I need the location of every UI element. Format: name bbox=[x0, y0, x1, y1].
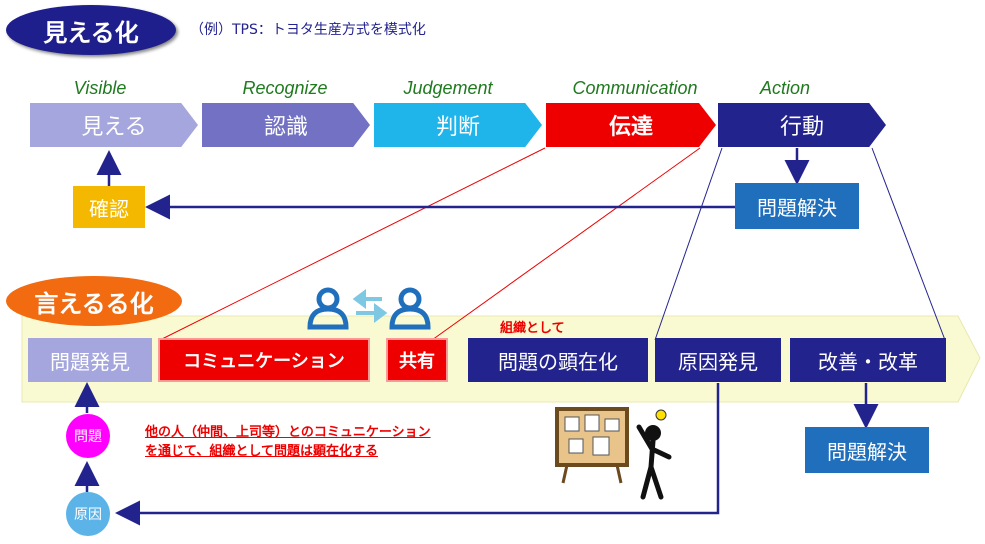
problem-find-box: 問題発見 bbox=[28, 338, 152, 382]
problem-solving-box-lower: 問題解決 bbox=[805, 427, 929, 473]
step-en-action: Action bbox=[759, 78, 811, 98]
communication-box: コミュニケーション bbox=[158, 338, 370, 382]
step-communication: 伝達 bbox=[546, 103, 716, 147]
people-exchange-icon bbox=[307, 287, 431, 330]
navy-line-right bbox=[871, 147, 946, 341]
share-box: 共有 bbox=[386, 338, 448, 382]
problem-surface-box: 問題の顕在化 bbox=[468, 338, 648, 382]
cause-circle: 原因 bbox=[66, 492, 110, 536]
org-label: 組織として bbox=[500, 321, 565, 336]
step-action: 行動 bbox=[718, 103, 886, 147]
navy-line-left bbox=[654, 147, 723, 341]
note-line-2: を通じて、組織として問題は顕在化する bbox=[145, 444, 378, 459]
arrow-cause-find bbox=[115, 383, 720, 526]
bulletin-board-illustration bbox=[555, 407, 672, 500]
subtitle: （例）TPS：トヨタ生産方式を模式化 bbox=[190, 22, 426, 38]
step-recognize: 認識 bbox=[202, 103, 370, 147]
ieruka-label: 言えるる化 bbox=[6, 276, 182, 326]
step-visible: 見える bbox=[30, 103, 198, 147]
red-line-right bbox=[431, 147, 701, 341]
note-line-1: 他の人（仲間、上司等）とのコミュニケーション bbox=[145, 425, 431, 440]
step-en-recognize: Recognize bbox=[242, 78, 328, 98]
confirm-box: 確認 bbox=[73, 186, 145, 228]
step-en-judgement: Judgement bbox=[403, 78, 493, 98]
step-en-visible: Visible bbox=[73, 78, 127, 98]
step-judgement: 判断 bbox=[374, 103, 542, 147]
red-line-left bbox=[159, 147, 546, 341]
problem-solving-box-upper: 問題解決 bbox=[735, 183, 859, 229]
problem-circle: 問題 bbox=[66, 414, 110, 458]
mieruka-label: 見える化 bbox=[6, 5, 176, 55]
kaizen-box: 改善・改革 bbox=[790, 338, 946, 382]
step-en-communication: Communication bbox=[572, 78, 698, 98]
cause-find-box: 原因発見 bbox=[655, 338, 781, 382]
